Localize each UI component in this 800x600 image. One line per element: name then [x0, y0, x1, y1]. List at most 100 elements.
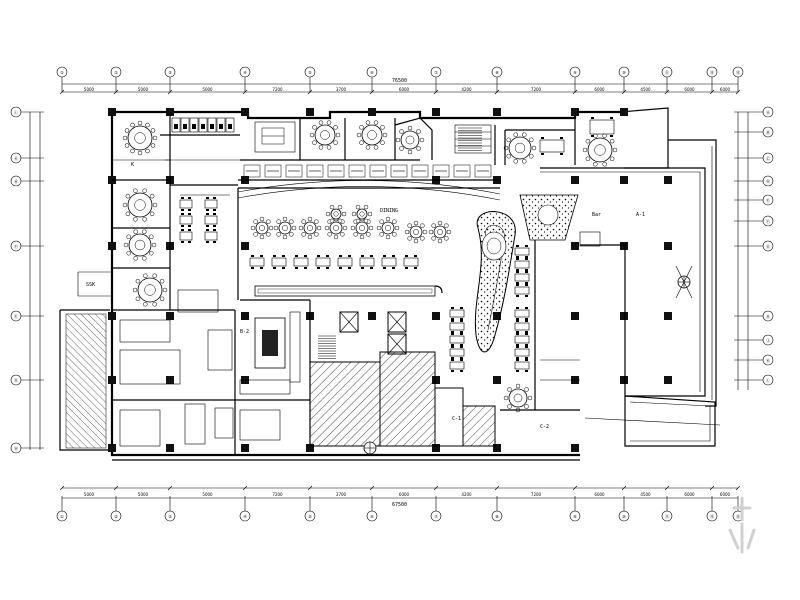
vertical-core: C-1 C-2: [309, 127, 693, 455]
svg-text:Ⓓ: Ⓓ: [766, 178, 770, 184]
column: [620, 176, 628, 184]
square-table: [179, 229, 193, 243]
toilet-stall: [180, 117, 190, 133]
axis-bubble: Ⓖ: [762, 240, 774, 252]
a1-label: A-1: [636, 212, 645, 218]
booth-seat: [432, 164, 450, 178]
booth-seat: [285, 164, 303, 178]
column: [620, 376, 628, 384]
svg-text:⑤: ⑤: [308, 514, 312, 519]
round-table: [351, 204, 373, 224]
svg-text:④: ④: [243, 70, 247, 75]
top-total-dimension: 76500: [392, 78, 407, 84]
c1-label: C-1: [452, 416, 461, 422]
column: [166, 376, 174, 384]
booth-seat: [474, 164, 492, 178]
column: [571, 176, 579, 184]
svg-text:③: ③: [168, 514, 172, 519]
svg-text:①: ①: [60, 70, 64, 75]
column: [241, 242, 249, 250]
column: [432, 444, 440, 452]
axis-bubble: ⑧: [491, 510, 503, 522]
axis-bubble: ③: [164, 66, 176, 78]
round-table: [503, 132, 537, 164]
column: [306, 444, 314, 452]
square-table: [514, 346, 530, 359]
svg-text:②: ②: [114, 70, 118, 75]
square-table: [337, 255, 353, 269]
square-table: [381, 255, 397, 269]
b2-label: B-2: [240, 329, 249, 335]
svg-text:⑫: ⑫: [710, 513, 714, 519]
column: [166, 444, 174, 452]
dimension-label: 5000: [202, 492, 213, 497]
column: [368, 108, 376, 116]
dimension-label: 4500: [640, 87, 651, 92]
square-table: [179, 197, 193, 211]
kitchen-area: B-2: [112, 289, 311, 455]
booth-seat: [369, 164, 387, 178]
column: [571, 242, 579, 250]
right-dimension-string: [737, 112, 749, 390]
axis-bubble: Ⓐ: [762, 106, 774, 118]
dimension-label: 3700: [336, 87, 347, 92]
round-table: [376, 216, 400, 240]
axis-bubble: ⑨: [569, 510, 581, 522]
svg-text:Ⓖ: Ⓖ: [766, 243, 770, 249]
square-table: [179, 213, 193, 227]
svg-text:⑥: ⑥: [370, 70, 374, 75]
svg-text:Ⓛ: Ⓛ: [766, 377, 770, 383]
svg-text:Ⓚ: Ⓚ: [766, 357, 770, 363]
column: [664, 312, 672, 320]
square-table: [271, 255, 287, 269]
svg-text:③: ③: [168, 70, 172, 75]
svg-text:⑪: ⑪: [665, 69, 669, 75]
column: [432, 312, 440, 320]
svg-text:Ⓔ: Ⓔ: [14, 313, 18, 319]
dimension-label: 7200: [272, 87, 283, 92]
svg-text:⑨: ⑨: [573, 70, 577, 75]
dimension-label: 3700: [336, 492, 347, 497]
axis-bubble: ⑧: [491, 66, 503, 78]
axis-bubble: Ⓓ: [762, 175, 774, 187]
dimension-label: 5000: [138, 492, 149, 497]
svg-text:Ⓙ: Ⓙ: [766, 337, 770, 343]
dimension-label: 6000: [594, 492, 605, 497]
square-table: [449, 359, 465, 372]
axis-bubble: ②: [110, 66, 122, 78]
dimension-label: 4500: [640, 492, 651, 497]
svg-text:Ⓒ: Ⓒ: [766, 155, 770, 161]
toilet-stall: [189, 117, 199, 133]
column: [620, 312, 628, 320]
round-table: [132, 273, 168, 307]
axis-bubble: ⑥: [366, 66, 378, 78]
watermark-logo: [728, 496, 756, 554]
dimension-label: 6000: [684, 492, 695, 497]
dining-area-label: DINING: [380, 208, 398, 214]
round-table: [324, 216, 348, 240]
column: [306, 108, 314, 116]
svg-text:⑪: ⑪: [665, 513, 669, 519]
round-table: [350, 216, 374, 240]
svg-text:⑨: ⑨: [573, 514, 577, 519]
svg-text:Ⓕ: Ⓕ: [766, 218, 770, 224]
svg-text:Ⓑ: Ⓑ: [766, 129, 770, 135]
axis-bubble: Ⓛ: [10, 106, 22, 118]
column: [368, 312, 376, 320]
column: [664, 376, 672, 384]
bottom-total-dimension: 67500: [392, 502, 407, 508]
square-dining-tables: [179, 117, 615, 372]
column: [664, 176, 672, 184]
round-table: [325, 204, 347, 224]
round-table: [250, 216, 274, 240]
column: [664, 242, 672, 250]
column: [108, 376, 116, 384]
dimension-label: 4200: [461, 492, 472, 497]
square-table: [293, 255, 309, 269]
main-dining-hall: DINING: [170, 184, 443, 300]
axis-bubble: ②: [110, 510, 122, 522]
axis-bubble: Ⓓ: [10, 374, 22, 386]
svg-text:⑦: ⑦: [434, 70, 438, 75]
